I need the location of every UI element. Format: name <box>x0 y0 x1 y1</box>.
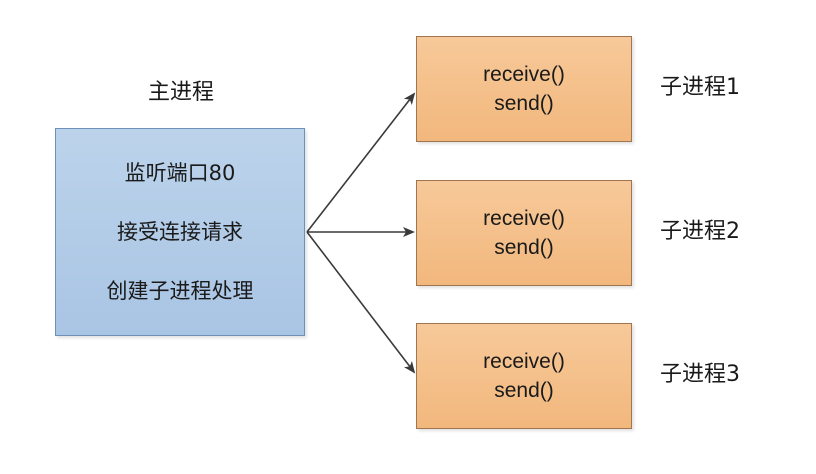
child-process-label-3: 子进程3 <box>660 362 740 387</box>
arrow-to-child-3 <box>306 231 416 374</box>
main-process-line-accept: 接受连接请求 <box>117 220 243 244</box>
child-process-label-1: 子进程1 <box>660 75 740 100</box>
main-process-box: 监听端口80 接受连接请求 创建子进程处理 <box>55 128 305 336</box>
main-process-line-listen: 监听端口80 <box>124 161 236 185</box>
child-1-receive: receive() <box>483 63 565 86</box>
child-process-box-3: receive() send() <box>416 323 632 429</box>
main-process-line-fork: 创建子进程处理 <box>106 279 254 303</box>
child-1-send: send() <box>494 92 554 115</box>
child-2-receive: receive() <box>483 207 565 230</box>
child-process-box-1: receive() send() <box>416 36 632 142</box>
main-process-title: 主进程 <box>147 80 214 105</box>
child-2-send: send() <box>494 236 554 259</box>
arrow-to-child-1 <box>306 92 416 233</box>
child-process-box-2: receive() send() <box>416 180 632 286</box>
child-3-send: send() <box>494 379 554 402</box>
child-process-label-2: 子进程2 <box>660 219 740 244</box>
child-3-receive: receive() <box>483 350 565 373</box>
